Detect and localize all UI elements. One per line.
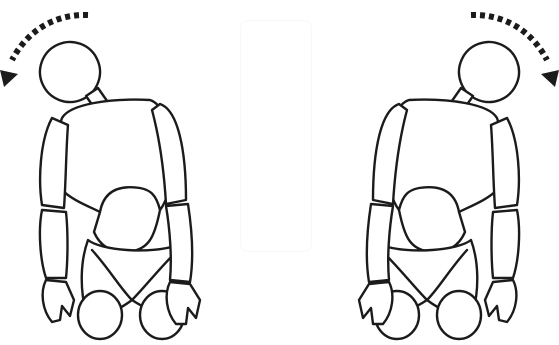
left-upper-arm [40,118,68,208]
right-hand [359,282,392,324]
left-upper-arm [491,118,519,208]
left-hand [485,280,516,322]
left-hand [43,280,74,322]
right-forearm [166,204,192,282]
left-thigh [78,291,122,339]
figure-right [339,0,559,345]
figure-left [0,0,220,345]
mannequin-right-svg [339,0,559,345]
right-hand [167,282,200,324]
arrow-head-left [0,70,18,87]
mannequin-left-svg [0,0,220,345]
arrow-head-right [541,70,559,87]
left-thigh [437,291,481,339]
left-forearm [492,210,520,278]
left-forearm [40,210,68,278]
faint-background-mark [240,20,312,252]
right-forearm [367,204,393,282]
